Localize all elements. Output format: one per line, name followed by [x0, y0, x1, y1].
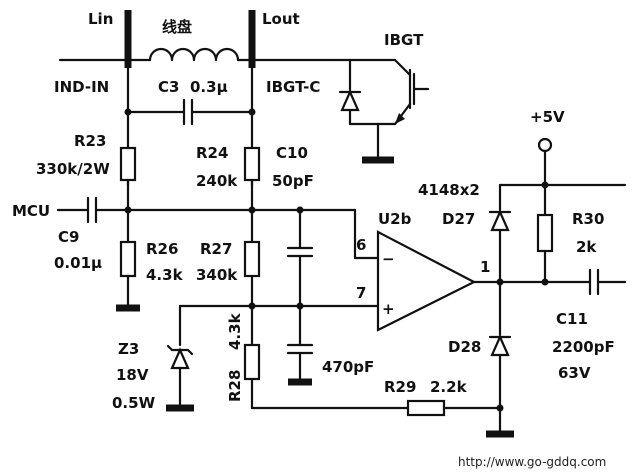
c11-voltage: 63V — [558, 364, 591, 382]
coil-section — [58, 10, 332, 187]
d28-label: D28 — [448, 338, 481, 356]
ind-in-label: IND-IN — [54, 78, 109, 96]
z3-zener — [166, 304, 194, 412]
r24-resistor — [243, 146, 261, 182]
r30-value: 2k — [576, 238, 597, 256]
c-470pf-capacitor — [286, 304, 314, 386]
c11-label: C11 — [556, 310, 588, 328]
pin1-label: 1 — [480, 258, 490, 276]
vcc-rail — [498, 137, 627, 189]
r23-value: 330k/2W — [36, 160, 110, 178]
r27-resistor — [243, 240, 261, 278]
c11-value: 2200pF — [552, 338, 615, 356]
r28-value: 4.3k — [226, 312, 244, 350]
opamp-minus-label: − — [382, 250, 395, 268]
d27-diode — [488, 183, 512, 284]
c10-capacitor — [286, 208, 314, 308]
d28-diode — [486, 280, 514, 438]
r28-label: R28 — [226, 370, 244, 402]
r26-resistor — [119, 240, 137, 278]
c9-label: C9 — [58, 228, 79, 246]
r29-value: 2.2k — [430, 378, 468, 396]
ibgt-transistor — [328, 58, 430, 164]
r23-resistor — [119, 146, 137, 182]
c11-capacitor — [543, 268, 627, 296]
ibgt-c-label: IBGT-C — [266, 78, 320, 96]
r30-resistor — [536, 213, 554, 253]
lout-label: Lout — [262, 10, 300, 28]
ibgt-label: IBGT — [384, 31, 424, 49]
r26-value: 4.3k — [146, 266, 184, 284]
pin6-label: 6 — [356, 236, 366, 254]
r23-label: R23 — [74, 132, 106, 150]
coil-label: 线盘 — [162, 18, 192, 36]
r28-resistor — [243, 343, 261, 381]
c-470pf-value: 470pF — [322, 358, 374, 376]
c10-value: 50pF — [272, 172, 314, 190]
r29-label: R29 — [384, 378, 416, 396]
opamp-plus-label: + — [382, 300, 395, 318]
r24-value: 240k — [196, 172, 238, 190]
c3-capacitor — [126, 98, 254, 126]
z3-power: 0.5W — [112, 394, 156, 412]
r30-label: R30 — [572, 210, 604, 228]
coil-inductor — [148, 47, 240, 62]
u2b-label: U2b — [378, 210, 412, 228]
r24-label: R24 — [196, 144, 228, 162]
pin7-label: 7 — [356, 284, 366, 302]
r26-label: R26 — [146, 240, 178, 258]
r27-value: 340k — [196, 266, 238, 284]
r27-label: R27 — [200, 240, 232, 258]
lin-label: Lin — [88, 10, 113, 28]
r29-resistor — [406, 399, 446, 417]
c3-value: 0.3μ — [190, 78, 228, 96]
c9-value: 0.01μ — [54, 254, 102, 272]
c3-label: C3 — [158, 78, 179, 96]
mcu-label: MCU — [12, 202, 50, 220]
source-url: http://www.go-gddq.com — [458, 455, 606, 469]
z3-voltage: 18V — [116, 366, 149, 384]
d27-label: D27 — [442, 210, 475, 228]
u2b-opamp — [353, 208, 547, 332]
c10-label: C10 — [276, 144, 308, 162]
vcc-label: +5V — [530, 108, 565, 126]
mcu-input — [56, 196, 357, 224]
d27-type-label: 4148x2 — [418, 181, 480, 199]
z3-label: Z3 — [118, 340, 139, 358]
